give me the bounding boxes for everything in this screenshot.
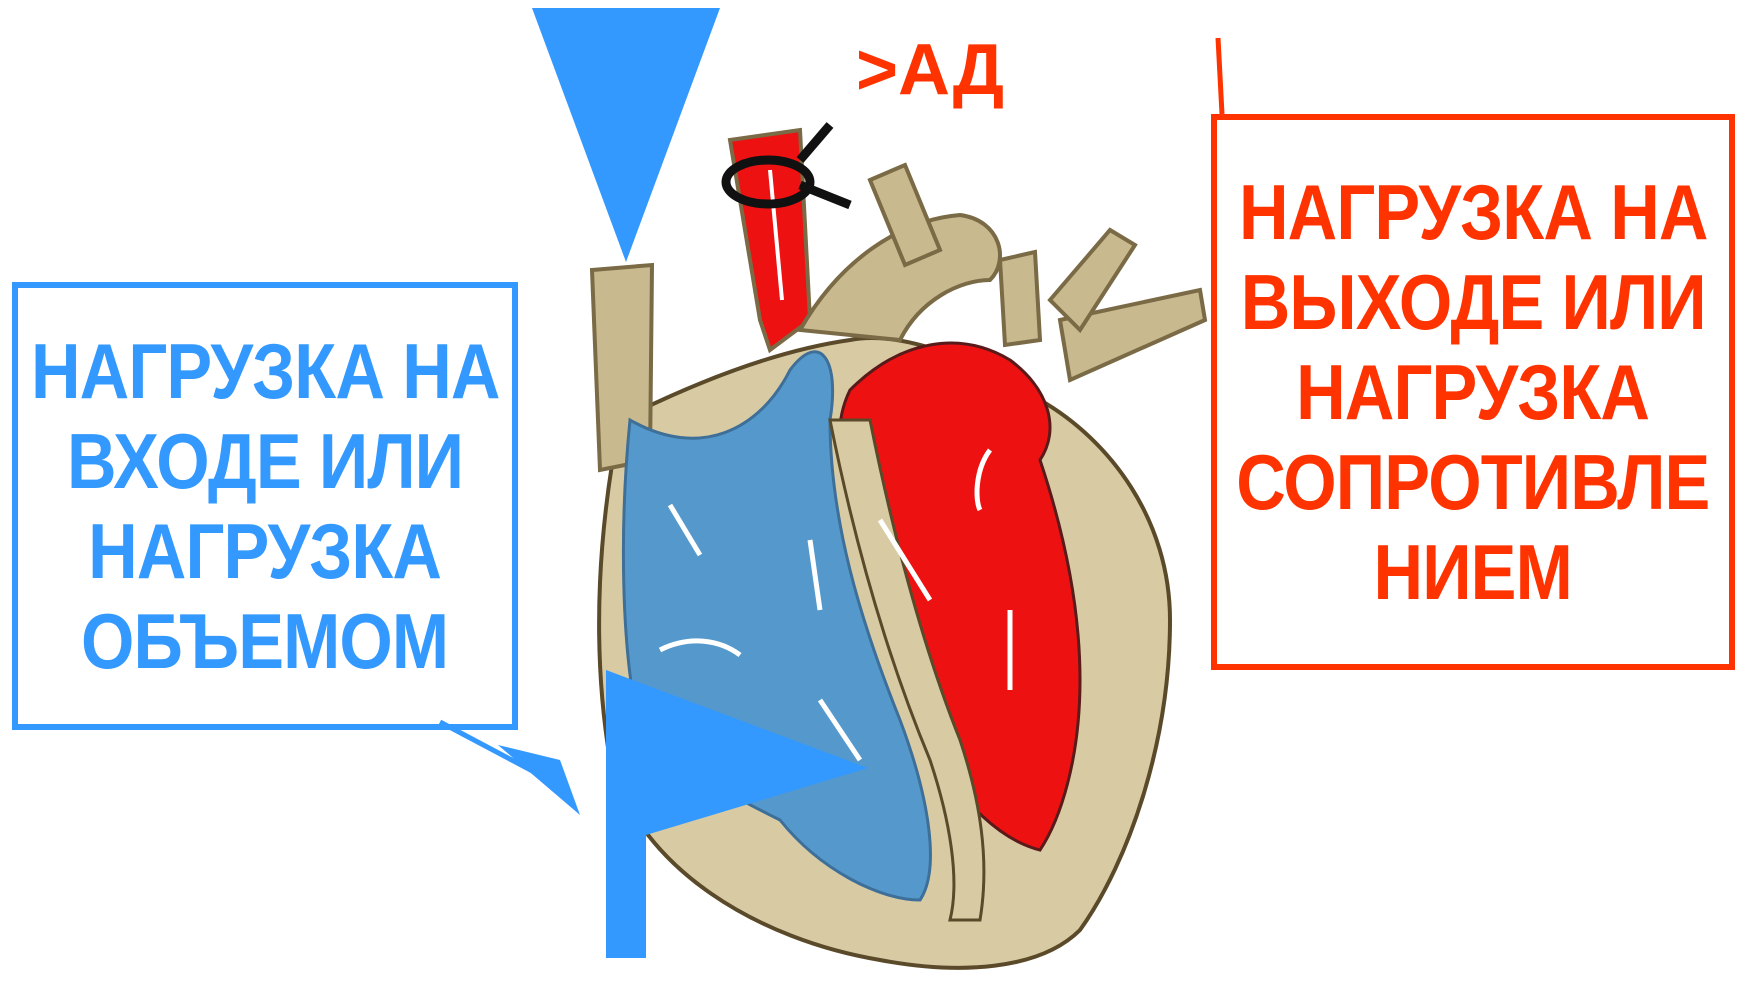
pressure-label: >АД — [856, 30, 1004, 110]
afterload-label-box: НАГРУЗКА НА ВЫХОДЕ ИЛИ НАГРУЗКА СОПРОТИВ… — [1211, 114, 1735, 670]
afterload-line: ВЫХОДЕ ИЛИ — [1240, 257, 1705, 347]
left-box-pointer-head — [498, 745, 580, 815]
afterload-line: НАГРУЗКА НА — [1239, 167, 1708, 257]
preload-line: ОБЪЕМОМ — [81, 596, 448, 686]
preload-line: НАГРУЗКА НА — [31, 326, 500, 416]
inflow-wedge — [532, 8, 720, 262]
preload-line: ВХОДЕ ИЛИ — [67, 416, 463, 506]
afterload-line: СОПРОТИВЛЕ — [1236, 437, 1709, 527]
aorta-branch-2 — [1000, 252, 1040, 345]
preload-label-box: НАГРУЗКА НА ВХОДЕ ИЛИ НАГРУЗКА ОБЪЕМОМ — [12, 282, 518, 730]
right-box-marker — [1218, 38, 1222, 114]
preload-line: НАГРУЗКА — [88, 506, 441, 596]
afterload-line: НИЕМ — [1374, 527, 1572, 617]
afterload-line: НАГРУЗКА — [1296, 347, 1649, 437]
